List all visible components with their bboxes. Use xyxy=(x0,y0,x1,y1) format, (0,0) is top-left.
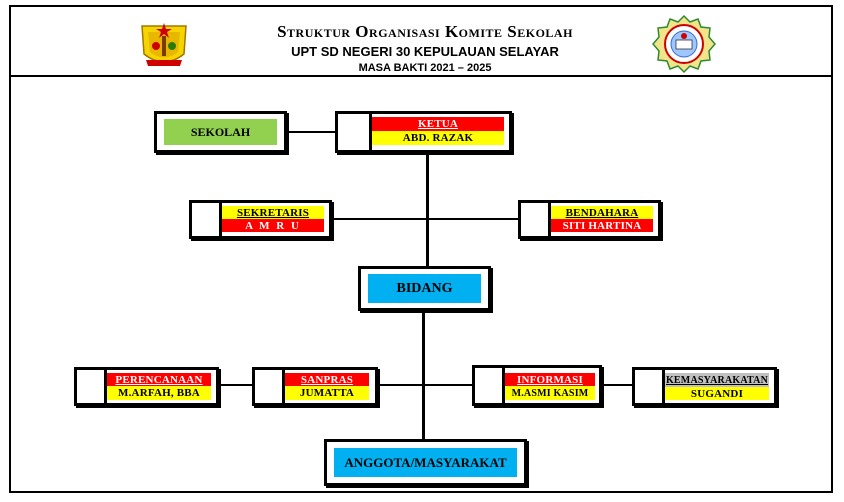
connector-perencanaan-sanpras xyxy=(219,384,253,386)
connector-main-vertical-bottom xyxy=(422,311,425,439)
header-divider xyxy=(9,75,833,77)
school-emblem-logo xyxy=(652,14,716,74)
node-bendahara: BENDAHARA SITI HARTINA xyxy=(518,200,661,239)
node-sanpras-name: JUMATTA xyxy=(285,386,369,400)
node-informasi-role: INFORMASI xyxy=(505,373,595,386)
node-perencanaan-name: M.ARFAH, BBA xyxy=(107,386,211,400)
node-bendahara-role: BENDAHARA xyxy=(551,206,653,219)
node-bidang-label: BIDANG xyxy=(368,274,481,303)
node-bidang: BIDANG xyxy=(358,266,491,311)
node-ketua: KETUA ABD. RAZAK xyxy=(335,111,512,153)
node-ketua-name: ABD. RAZAK xyxy=(372,131,504,145)
node-bendahara-name: SITI HARTINA xyxy=(551,219,653,232)
node-sekretaris-name: A M R U xyxy=(222,219,324,232)
node-bendahara-photo-slot xyxy=(521,203,551,236)
node-kemasyarakatan: KEMASYARAKATAN SUGANDI xyxy=(632,367,777,406)
node-informasi-name: M.ASMI KASIM xyxy=(505,386,595,400)
node-sanpras-photo-slot xyxy=(255,370,285,403)
school-name: UPT SD NEGERI 30 KEPULAUAN SELAYAR xyxy=(291,44,559,59)
node-kemasyarakatan-role: KEMASYARAKATAN xyxy=(665,373,769,387)
node-sekretaris-role: SEKRETARIS xyxy=(222,206,324,219)
node-perencanaan-photo-slot xyxy=(77,370,107,403)
connector-main-vertical-top xyxy=(426,152,429,266)
node-anggota-label: ANGGOTA/MASYARAKAT xyxy=(334,448,517,477)
node-informasi-photo-slot xyxy=(475,368,505,403)
node-sanpras-role: SANPRAS xyxy=(285,373,369,386)
node-informasi: INFORMASI M.ASMI KASIM xyxy=(472,365,602,406)
node-perencanaan-role: PERENCANAAN xyxy=(107,373,211,386)
node-kemasyarakatan-name: SUGANDI xyxy=(665,387,769,400)
node-ketua-role: KETUA xyxy=(372,117,504,131)
node-ketua-photo-slot xyxy=(338,114,372,150)
node-perencanaan: PERENCANAAN M.ARFAH, BBA xyxy=(74,367,219,406)
regional-emblem-logo xyxy=(141,23,187,66)
node-sekolah: SEKOLAH xyxy=(154,111,287,153)
connector-sanpras-informasi xyxy=(378,384,472,386)
connector-sekolah-ketua xyxy=(287,131,335,133)
chart-frame xyxy=(9,5,833,493)
connector-sekretaris-bendahara xyxy=(332,218,518,220)
node-sanpras: SANPRAS JUMATTA xyxy=(252,367,378,406)
page-title: Struktur Organisasi Komite Sekolah xyxy=(277,22,573,41)
node-anggota: ANGGOTA/MASYARAKAT xyxy=(324,439,527,486)
connector-informasi-kemasyarakatan xyxy=(602,384,632,386)
node-kemasyarakatan-photo-slot xyxy=(635,370,665,403)
node-sekretaris: SEKRETARIS A M R U xyxy=(189,200,332,239)
node-sekolah-label: SEKOLAH xyxy=(164,119,277,145)
term-period: MASA BAKTI 2021 – 2025 xyxy=(358,62,492,74)
node-sekretaris-photo-slot xyxy=(192,203,222,236)
